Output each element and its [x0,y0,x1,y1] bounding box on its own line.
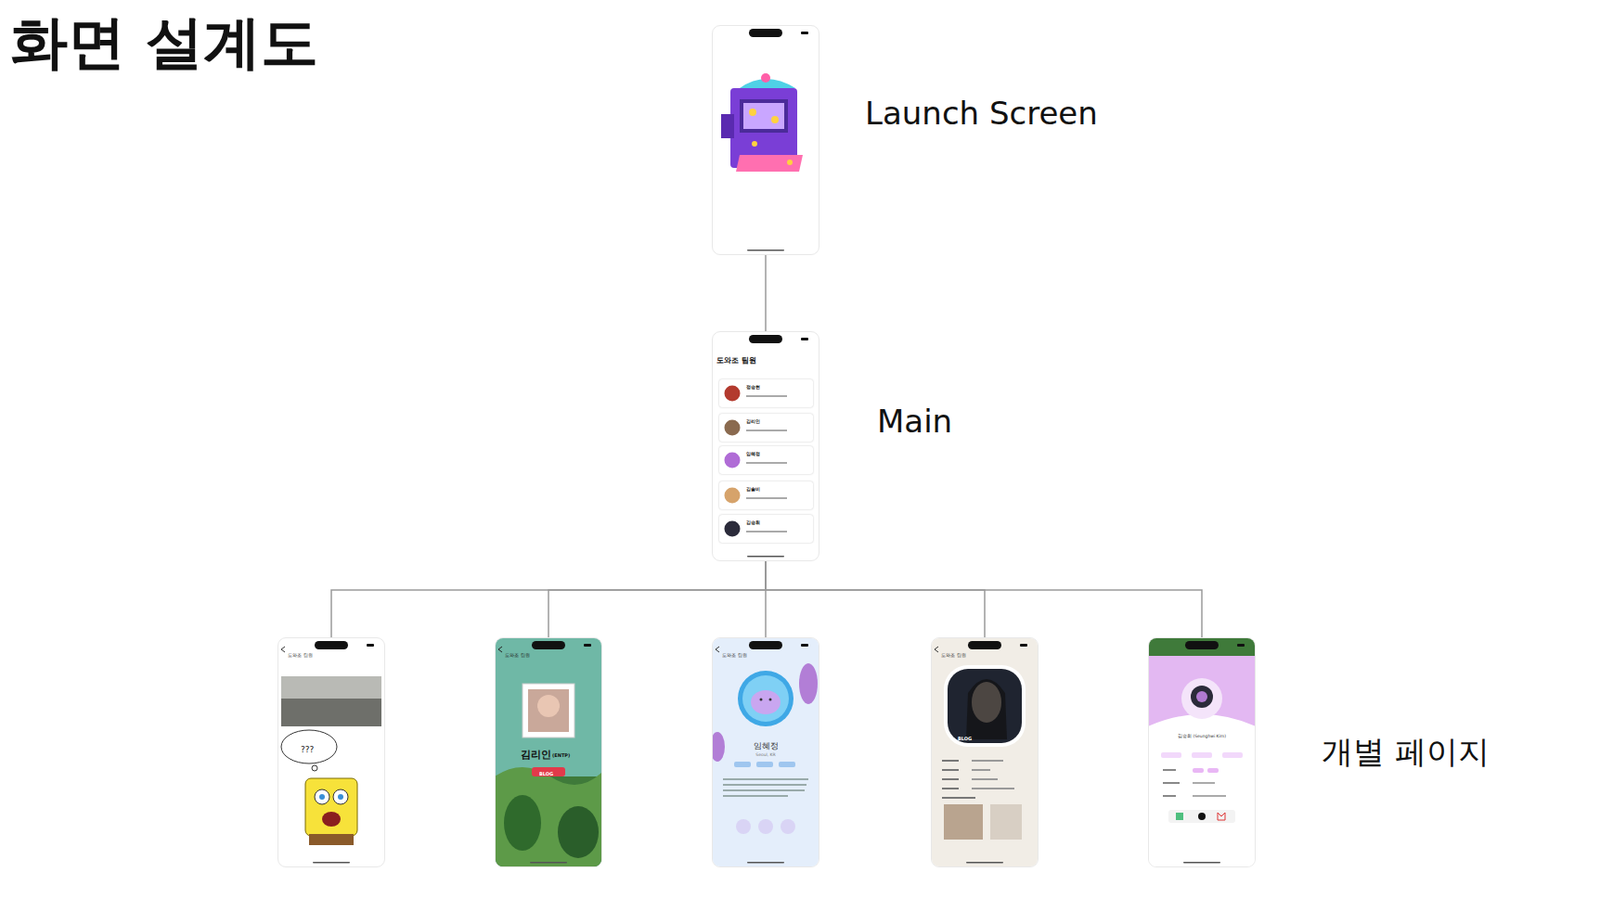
screen-surface [930,637,1039,868]
tree-connector [764,255,767,332]
screen-surface [277,637,386,868]
avatar-icon [723,451,741,469]
screen-text: 도와조 팀원 [287,653,313,659]
member-card: 정승현 [719,379,813,408]
avatar-icon [723,419,741,437]
screen-surface [1148,637,1256,868]
section-label: 개별 페이지 [1321,734,1490,771]
tree-connector [548,561,766,638]
member-card: 임혜정 [719,446,813,475]
screen-text: 도와조 팀원 [941,653,967,659]
phone-screen: 도와조 팀원 BLOG [930,637,1039,868]
screen-text: 정승현 [746,385,761,391]
phone-screen: Main도와조 팀원정승현김리인임혜정김솔비김승휘 [711,331,820,562]
phone-screen: 도와조 팀원임혜정Seoul, KR [711,637,820,868]
tree-connector [765,561,985,638]
avatar-icon [723,385,741,402]
diagram-title: 화면 설계도 [10,3,319,82]
screen-text: 임혜정 [746,451,761,458]
member-card: 김승휘 [719,515,813,543]
screen-illustration [711,25,820,256]
screen-text: 김승휘 [746,520,761,527]
screen-text: 도와조 팀원 [504,653,530,659]
avatar-icon [723,520,741,538]
screen-text: (ENTP) [552,753,570,760]
phone-screen: Launch Screen [711,25,820,256]
screen-illustration [277,637,386,868]
phone-screen: 도와조 팀원??? [277,637,386,868]
screen-illustration [1148,637,1256,868]
screen-text: ??? [300,745,314,755]
screen-text: 김솔비 [746,487,761,493]
screen-text: 김리인 [746,419,761,426]
tree-connector [331,561,766,638]
avatar-icon [723,487,741,504]
screen-surface [711,25,820,256]
screen-text: 도와조 팀원 [716,356,757,365]
phone-screen: 김승휘 (Seunghwi Kim) [1148,637,1256,868]
screen-heading: Main [877,403,953,440]
screen-text: 임혜정 [753,741,779,751]
screen-text: 도와조 팀원 [722,653,748,659]
screen-text: BLOG [957,736,972,743]
tree-connector [765,561,1202,638]
status-placeholder [746,530,802,535]
screen-heading: Launch Screen [864,95,1098,132]
member-card: 김리인 [719,413,813,442]
screen-text: 김리인 [520,749,552,762]
status-placeholder [746,462,802,466]
screen-illustration [930,637,1039,868]
status-placeholder [746,395,802,400]
status-placeholder [746,429,802,434]
screen-text: BLOG [539,772,554,778]
status-placeholder [746,497,802,502]
member-card: 김솔비 [719,481,813,510]
screen-text: Seoul, KR [755,752,775,758]
screen-text: 김승휘 (Seunghwi Kim) [1177,734,1226,739]
phone-screen: 도와조 팀원김리인(ENTP) BLOG [494,637,603,868]
